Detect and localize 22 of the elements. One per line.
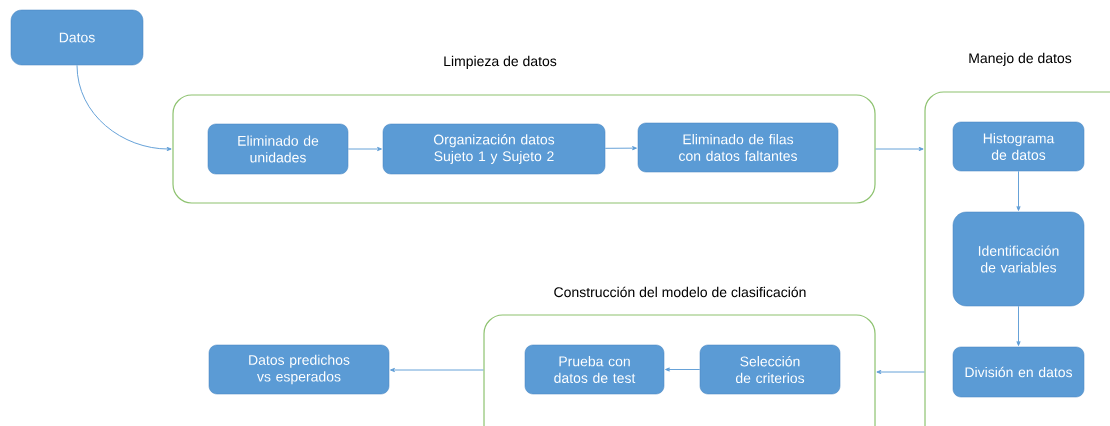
process-box: Eliminado de filas con datos faltantes	[637, 122, 839, 173]
process-box: Organización datos Sujeto 1 y Sujeto 2	[382, 123, 606, 175]
process-box: Identificación de variables	[952, 211, 1085, 307]
arrow	[390, 367, 484, 373]
arrow	[604, 146, 637, 151]
arrow	[347, 146, 382, 152]
process-box: División en datos	[952, 346, 1085, 398]
arrow	[76, 64, 172, 152]
arrow	[876, 369, 925, 375]
process-box: Histograma de datos	[952, 121, 1085, 172]
process-box: Datos	[10, 9, 144, 66]
node-label: Construcción del modelo de clasificación	[554, 286, 806, 298]
process-box: Datos predichos vs esperados	[208, 344, 390, 395]
process-box: Selección de criterios	[699, 344, 841, 395]
process-box: Eliminado de unidades	[207, 123, 349, 175]
arrow	[1016, 305, 1021, 346]
arrow	[1016, 170, 1021, 211]
node-label: Manejo de datos	[969, 52, 1072, 66]
process-box: Prueba con datos de test	[524, 344, 665, 395]
arrow	[875, 146, 924, 152]
node-label: Limpieza de datos	[444, 55, 557, 69]
arrow	[665, 367, 701, 372]
